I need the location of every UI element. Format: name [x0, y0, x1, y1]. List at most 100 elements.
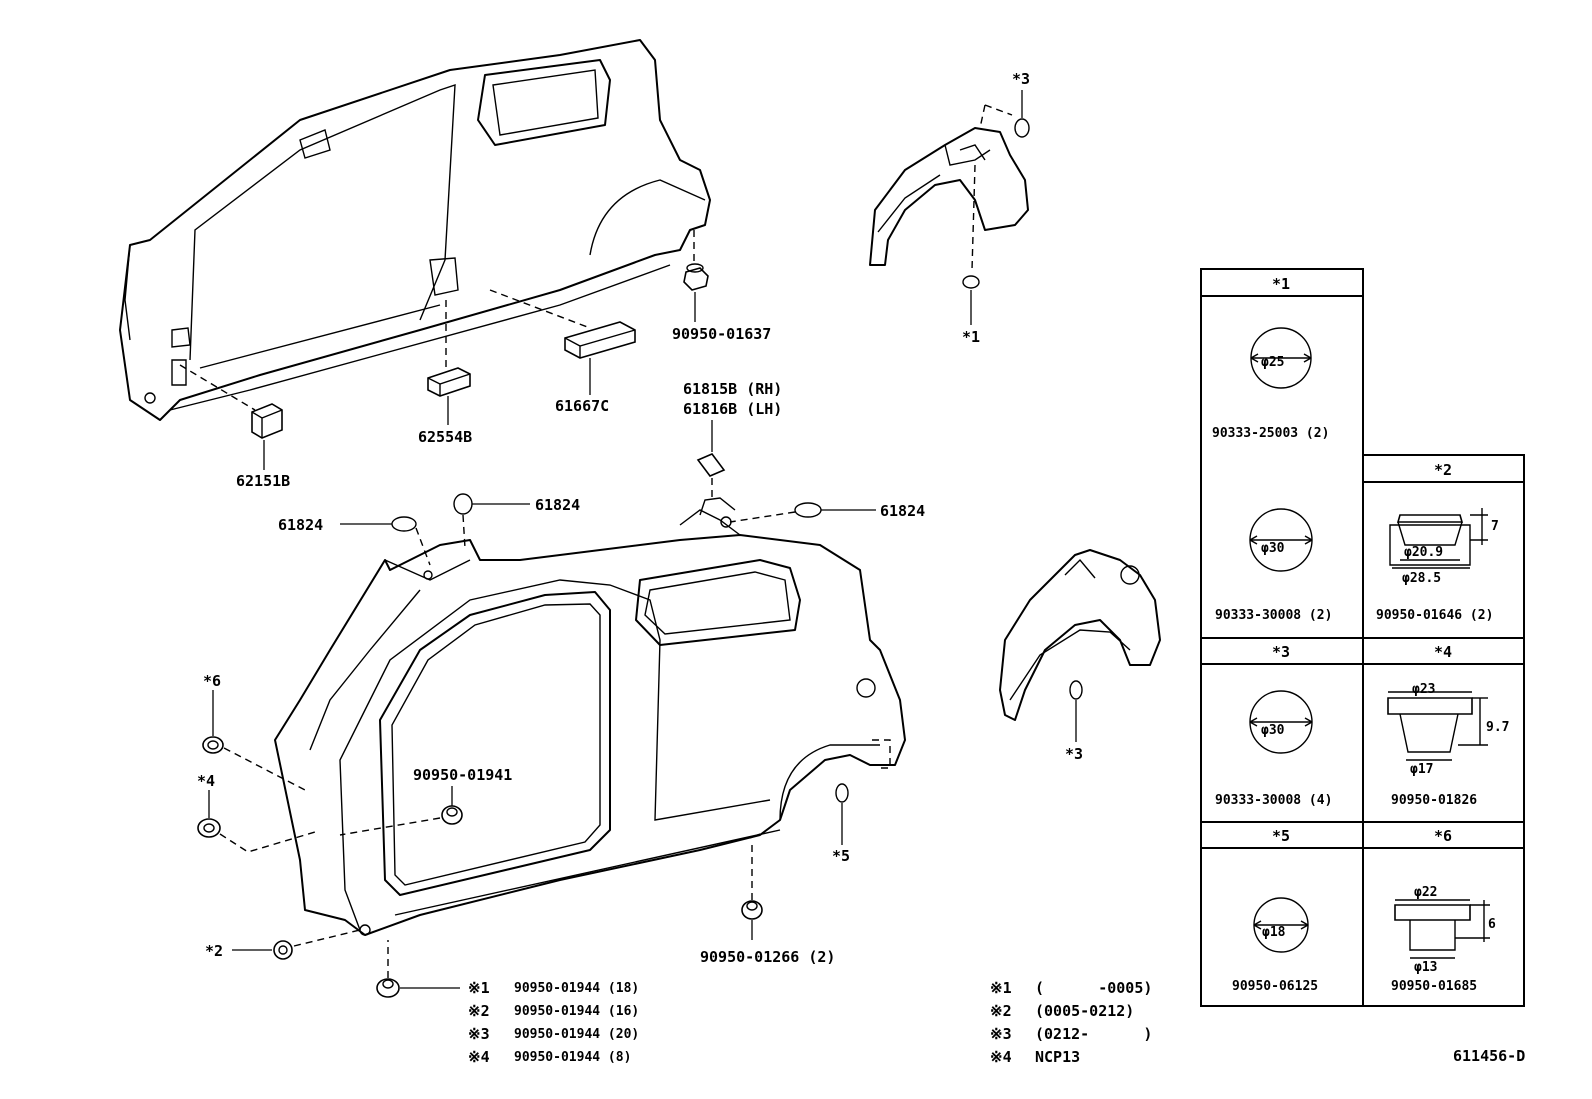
leader-star4: [219, 831, 316, 853]
leader-61667C: [489, 289, 591, 329]
table-header-star5: *5: [1272, 827, 1290, 845]
app-mark-1: ※1: [990, 979, 1012, 997]
leader-62151B: [179, 364, 256, 411]
note-text-1: 90950-01944 (18): [514, 981, 639, 996]
dim-phi25: φ25: [1261, 355, 1284, 370]
pad-62554B: [427, 367, 471, 397]
note-text-2: 90950-01944 (16): [514, 1004, 639, 1019]
part-label-62554B: 62554B: [418, 428, 472, 446]
part-label-61824-b: 61824: [535, 496, 580, 514]
table-header-star6: *6: [1434, 827, 1452, 845]
clip-profile-01646: [1389, 508, 1488, 569]
dim-phi30-b: φ30: [1261, 723, 1285, 738]
plug-mid-star3: [1069, 680, 1083, 700]
leader-star6: [223, 747, 306, 791]
seal-61815B: [696, 453, 726, 477]
clip-90950-01266: [741, 900, 763, 920]
table-header-star2: *2: [1434, 461, 1452, 479]
note-mark-1: ※1: [468, 979, 490, 997]
plug-61824-b: [453, 493, 473, 515]
clip-star4: [197, 818, 221, 838]
part-label-61824-c: 61824: [880, 502, 925, 520]
app-text-4: NCP13: [1035, 1048, 1080, 1066]
leader-top-star1: [971, 164, 976, 271]
leader-top-star3: [979, 104, 1013, 129]
clip-star6: [202, 736, 224, 754]
pad-62151B: [251, 403, 283, 439]
pad-61667C: [564, 321, 636, 359]
leader-61824-c: [729, 511, 796, 523]
app-text-2: (0005-0212): [1035, 1002, 1134, 1020]
app-mark-2: ※2: [990, 1002, 1012, 1020]
ref-star6: *6: [203, 672, 221, 690]
ref-star4: *4: [197, 772, 215, 790]
table-header-star4: *4: [1434, 643, 1452, 661]
dim-phi17: φ17: [1410, 762, 1433, 777]
ref-star5: *5: [832, 847, 850, 865]
table-part-90950-01646: 90950-01646 (2): [1376, 608, 1493, 623]
clip-profile-01826: [1387, 691, 1488, 761]
leader-61824-a: [415, 527, 431, 566]
leader-rear-clips: [872, 739, 891, 769]
dim-height-9-7: 9.7: [1486, 720, 1509, 735]
table-header-star3: *3: [1272, 643, 1290, 661]
part-label-90950-01941: 90950-01941: [413, 766, 512, 784]
hole-plug-18: [1253, 897, 1309, 953]
part-label-90950-01266: 90950-01266 (2): [700, 948, 835, 966]
drawing-id: 611456-D: [1453, 1047, 1525, 1065]
note-mark-2: ※2: [468, 1002, 490, 1020]
clip-90950-01944: [376, 978, 400, 998]
dim-height-7: 7: [1491, 519, 1499, 534]
clip-90950-01941: [441, 805, 463, 825]
clip-90950-01637: [683, 263, 709, 291]
note-text-3: 90950-01944 (20): [514, 1027, 639, 1042]
leader-01941: [339, 817, 441, 836]
clip-star2: [273, 940, 293, 960]
part-label-62151B: 62151B: [236, 472, 290, 490]
app-text-3: (0212- ): [1035, 1025, 1152, 1043]
dim-phi28-5: φ28.5: [1402, 571, 1441, 586]
dim-phi20-9: φ20.9: [1404, 545, 1443, 560]
part-label-61816B: 61816B (LH): [683, 400, 782, 418]
rear-wheelhouse-lower: [999, 549, 1161, 721]
ref-top-star1: *1: [962, 328, 980, 346]
ref-star2: *2: [205, 942, 223, 960]
table-part-90333-30008-a: 90333-30008 (2): [1215, 608, 1332, 623]
inner-side-panel: [119, 39, 711, 421]
note-text-4: 90950-01944 (8): [514, 1050, 631, 1065]
table-header-star1: *1: [1272, 275, 1290, 293]
part-label-61667C: 61667C: [555, 397, 609, 415]
outer-side-panel: [274, 497, 906, 936]
plug-61824-a: [391, 516, 417, 532]
dim-phi18: φ18: [1262, 925, 1286, 940]
plug-top-star1: [962, 275, 980, 289]
dim-phi30-a: φ30: [1261, 541, 1285, 556]
part-label-90950-01637: 90950-01637: [672, 325, 771, 343]
table-part-90950-06125: 90950-06125: [1232, 979, 1318, 994]
rear-wheelhouse-upper: [869, 127, 1029, 266]
leader-star2: [293, 929, 361, 947]
plug-61824-c: [794, 502, 822, 518]
hole-plug-25: [1250, 327, 1312, 389]
table-part-90333-25003: 90333-25003 (2): [1212, 426, 1329, 441]
app-text-1: ( -0005): [1035, 979, 1152, 997]
ref-mid-star3: *3: [1065, 745, 1083, 763]
dim-phi23: φ23: [1412, 682, 1435, 697]
note-mark-4: ※4: [468, 1048, 490, 1066]
fastener-table: [1200, 268, 1525, 1007]
part-label-61815B: 61815B (RH): [683, 380, 782, 398]
plug-star5: [835, 783, 849, 803]
part-label-61824-a: 61824: [278, 516, 323, 534]
table-part-90950-01685: 90950-01685: [1391, 979, 1477, 994]
table-part-90950-01826: 90950-01826: [1391, 793, 1477, 808]
app-mark-4: ※4: [990, 1048, 1012, 1066]
dim-phi13: φ13: [1414, 960, 1437, 975]
dim-phi22: φ22: [1414, 885, 1437, 900]
ref-top-star3: *3: [1012, 70, 1030, 88]
hole-plug-30-b: [1249, 690, 1313, 754]
plug-top-star3: [1014, 118, 1030, 138]
leader-61824-b: [462, 514, 466, 549]
app-mark-3: ※3: [990, 1025, 1012, 1043]
dim-height-6: 6: [1488, 917, 1496, 932]
